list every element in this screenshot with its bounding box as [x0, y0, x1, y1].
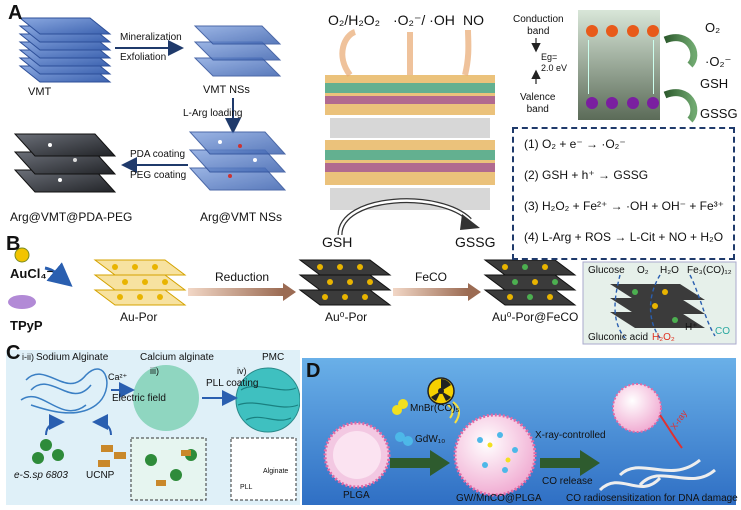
ca2-label: Ca²⁺	[108, 372, 128, 382]
au-por-label: Au-Por	[120, 310, 158, 324]
gw-mnco-label: GW/MnCO@PLGA	[456, 493, 542, 504]
panel-c-background	[6, 350, 300, 505]
gssg-label: GSSG	[455, 234, 496, 250]
ucnp-icon	[101, 445, 113, 452]
step-i-label: i-ii)	[22, 352, 34, 362]
conduction-band-label: Conduction band	[513, 14, 564, 37]
equation-box: (1) O₂ + e⁻ → ·O₂⁻ (2) GSH + h⁺ → GSSG (…	[512, 127, 735, 260]
zoom-box-2	[230, 437, 297, 501]
vmt-stack	[18, 17, 112, 83]
h2o2-label: H₂O₂	[652, 332, 675, 343]
band-o2rad-label: ·O₂⁻	[705, 54, 732, 69]
radicals-label: ·O₂⁻/ ·OH	[393, 12, 455, 28]
vmt-ns-label: VMT NSs	[203, 84, 250, 96]
zoom-1-cells	[145, 449, 197, 486]
arg-vmt-ns-label: Arg@VMT NSs	[200, 210, 282, 224]
o2-curved-arrow	[663, 34, 698, 68]
vmt-ns-stack	[193, 25, 282, 77]
step-iii-label: iii)	[150, 366, 159, 376]
co-radiosens-label: CO radiosensitization for DNA damage	[566, 493, 738, 504]
plga-label: PLGA	[343, 490, 370, 501]
h2o-label: H₂O	[660, 265, 679, 276]
band-gssg-label: GSSG	[700, 106, 738, 121]
equation-1: (1) O₂ + e⁻ → ·O₂⁻	[524, 137, 626, 151]
arg-vmt-pda-peg-label: Arg@VMT@PDA-PEG	[10, 210, 133, 224]
no-arrow	[462, 29, 472, 76]
aucl4-arrow	[44, 262, 73, 287]
au-por-dots	[112, 264, 168, 300]
reduction-label: Reduction	[215, 270, 270, 284]
o2-h2o2-arrow	[339, 29, 357, 77]
vmt-crystal-structure	[325, 75, 495, 210]
arg-vmt-ns-stack	[188, 131, 287, 191]
sodium-alginate-label: Sodium Alginate	[36, 352, 109, 363]
o2-h2o2-label: O₂/H₂O₂	[328, 12, 381, 28]
au0-por-dots	[317, 264, 373, 300]
reduction-arrow	[188, 288, 283, 296]
arg-vmt-pda-peg-stack	[13, 133, 117, 193]
tpyp-icon	[8, 295, 36, 309]
hole-row	[586, 96, 660, 114]
valence-band-label: Valence band	[520, 92, 556, 115]
panel-d-background	[302, 358, 736, 505]
o2-flow-arrow	[649, 274, 661, 339]
panel-label-d: D	[306, 360, 321, 382]
exfoliation-label: Exfoliation	[120, 52, 167, 63]
panel-label-b: B	[6, 233, 21, 255]
ucnp-label: UCNP	[86, 470, 115, 481]
aucl4-icon	[14, 247, 30, 263]
band-o2-label: O₂	[705, 20, 721, 35]
xray-controlled-label: X-ray-controlled	[535, 430, 606, 441]
step-iv-label: iv)	[237, 366, 247, 376]
esp-label: e-S.sp 6803	[14, 470, 68, 481]
calcium-alginate-bead	[133, 365, 199, 431]
aucl4-label: AuCl₄⁻	[10, 266, 54, 281]
au0-por-feco-dots	[502, 264, 558, 300]
fe3co12-label: Fe₃(CO)₁₂	[687, 265, 732, 276]
mnbr-label: MnBr(CO)₅	[410, 403, 460, 414]
band-gsh-label: GSH	[700, 76, 729, 91]
vmt-label: VMT	[28, 86, 52, 98]
tpyp-label: TPyP	[10, 318, 43, 333]
alginate-label: Alginate	[263, 468, 289, 475]
co-release-label: CO release	[542, 476, 593, 487]
gsh-label: GSH	[322, 234, 353, 250]
equation-3: (3) H₂O₂ + Fe²⁺ → ·OH + OH⁻ + Fe³⁺	[524, 199, 725, 213]
panel-label-a: A	[8, 2, 23, 24]
sodium-alginate-fibers	[20, 368, 108, 414]
panel-c-graphics	[20, 365, 300, 501]
panel-label-c: C	[6, 342, 21, 364]
calcium-alginate-label: Calcium alginate	[140, 352, 214, 363]
cyanobacteria-icon	[40, 439, 52, 451]
band-diagram	[578, 10, 660, 120]
pll-label: PLL	[240, 484, 253, 491]
eg-label: Eg= 2.0 eV	[541, 52, 568, 73]
feco-label: FeCO	[415, 270, 448, 284]
pda-coating-label: PDA coating	[130, 149, 186, 160]
larg-loading-label: L-Arg loading	[183, 108, 243, 119]
gluconic-acid-label: Gluconic acid	[588, 332, 649, 343]
glucose-flow-arrow	[614, 274, 626, 339]
peg-coating-label: PEG coating	[130, 170, 187, 181]
catalysis-stack	[610, 284, 705, 328]
pll-coating-label: PLL coating	[206, 378, 259, 389]
electron-row	[586, 24, 660, 42]
feco-arrow	[393, 288, 468, 296]
h-plus-label: H⁺	[685, 322, 698, 333]
co-label: CO	[715, 326, 730, 337]
gsh-curved-arrow	[663, 89, 698, 123]
o2-label: O₂	[637, 265, 649, 276]
electric-field-label: Electric field	[112, 393, 166, 404]
au0-por-label: Au⁰-Por	[325, 310, 368, 324]
au0-por-feco-label: Au⁰-Por@FeCO	[492, 310, 579, 324]
equation-4: (4) L-Arg + ROS → L-Cit + NO + H₂O	[524, 230, 724, 244]
gdw-label: GdW₁₀	[415, 434, 446, 445]
mineralization-label: Mineralization	[120, 32, 182, 43]
pmc-label: PMC	[262, 352, 285, 363]
glucose-label: Glucose	[588, 265, 625, 276]
excitation-lines	[588, 40, 654, 94]
no-label: NO	[463, 12, 484, 28]
zoom-box-1	[130, 437, 207, 501]
equation-2: (2) GSH + h⁺ → GSSG	[524, 168, 649, 182]
